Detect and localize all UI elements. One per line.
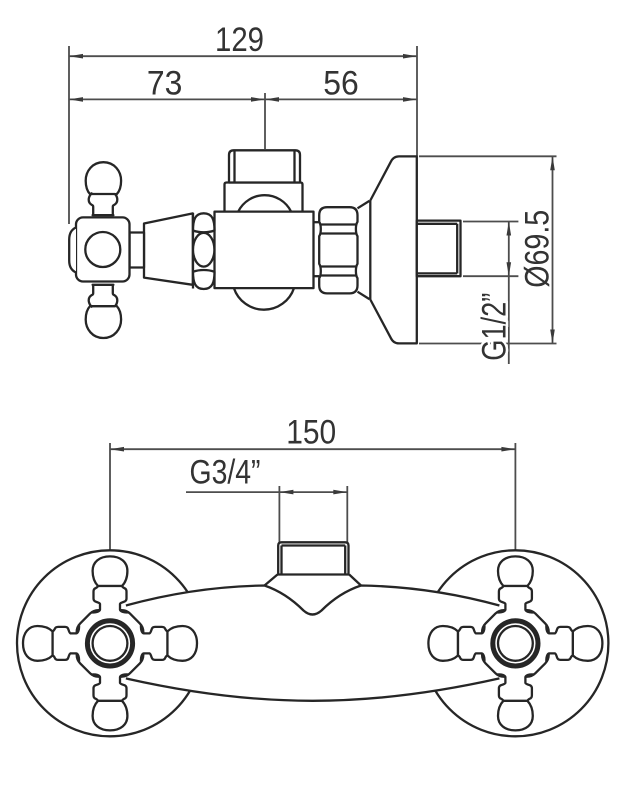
svg-text:G3/4”: G3/4”	[190, 454, 261, 492]
svg-text:Ø69.5: Ø69.5	[519, 210, 557, 288]
svg-text:G1/2”: G1/2”	[476, 293, 514, 361]
svg-text:73: 73	[147, 64, 183, 102]
svg-text:G1/2”: G1/2”	[476, 293, 514, 361]
svg-text:129: 129	[215, 21, 264, 59]
svg-text:150: 150	[286, 413, 336, 451]
svg-text:56: 56	[323, 64, 359, 102]
